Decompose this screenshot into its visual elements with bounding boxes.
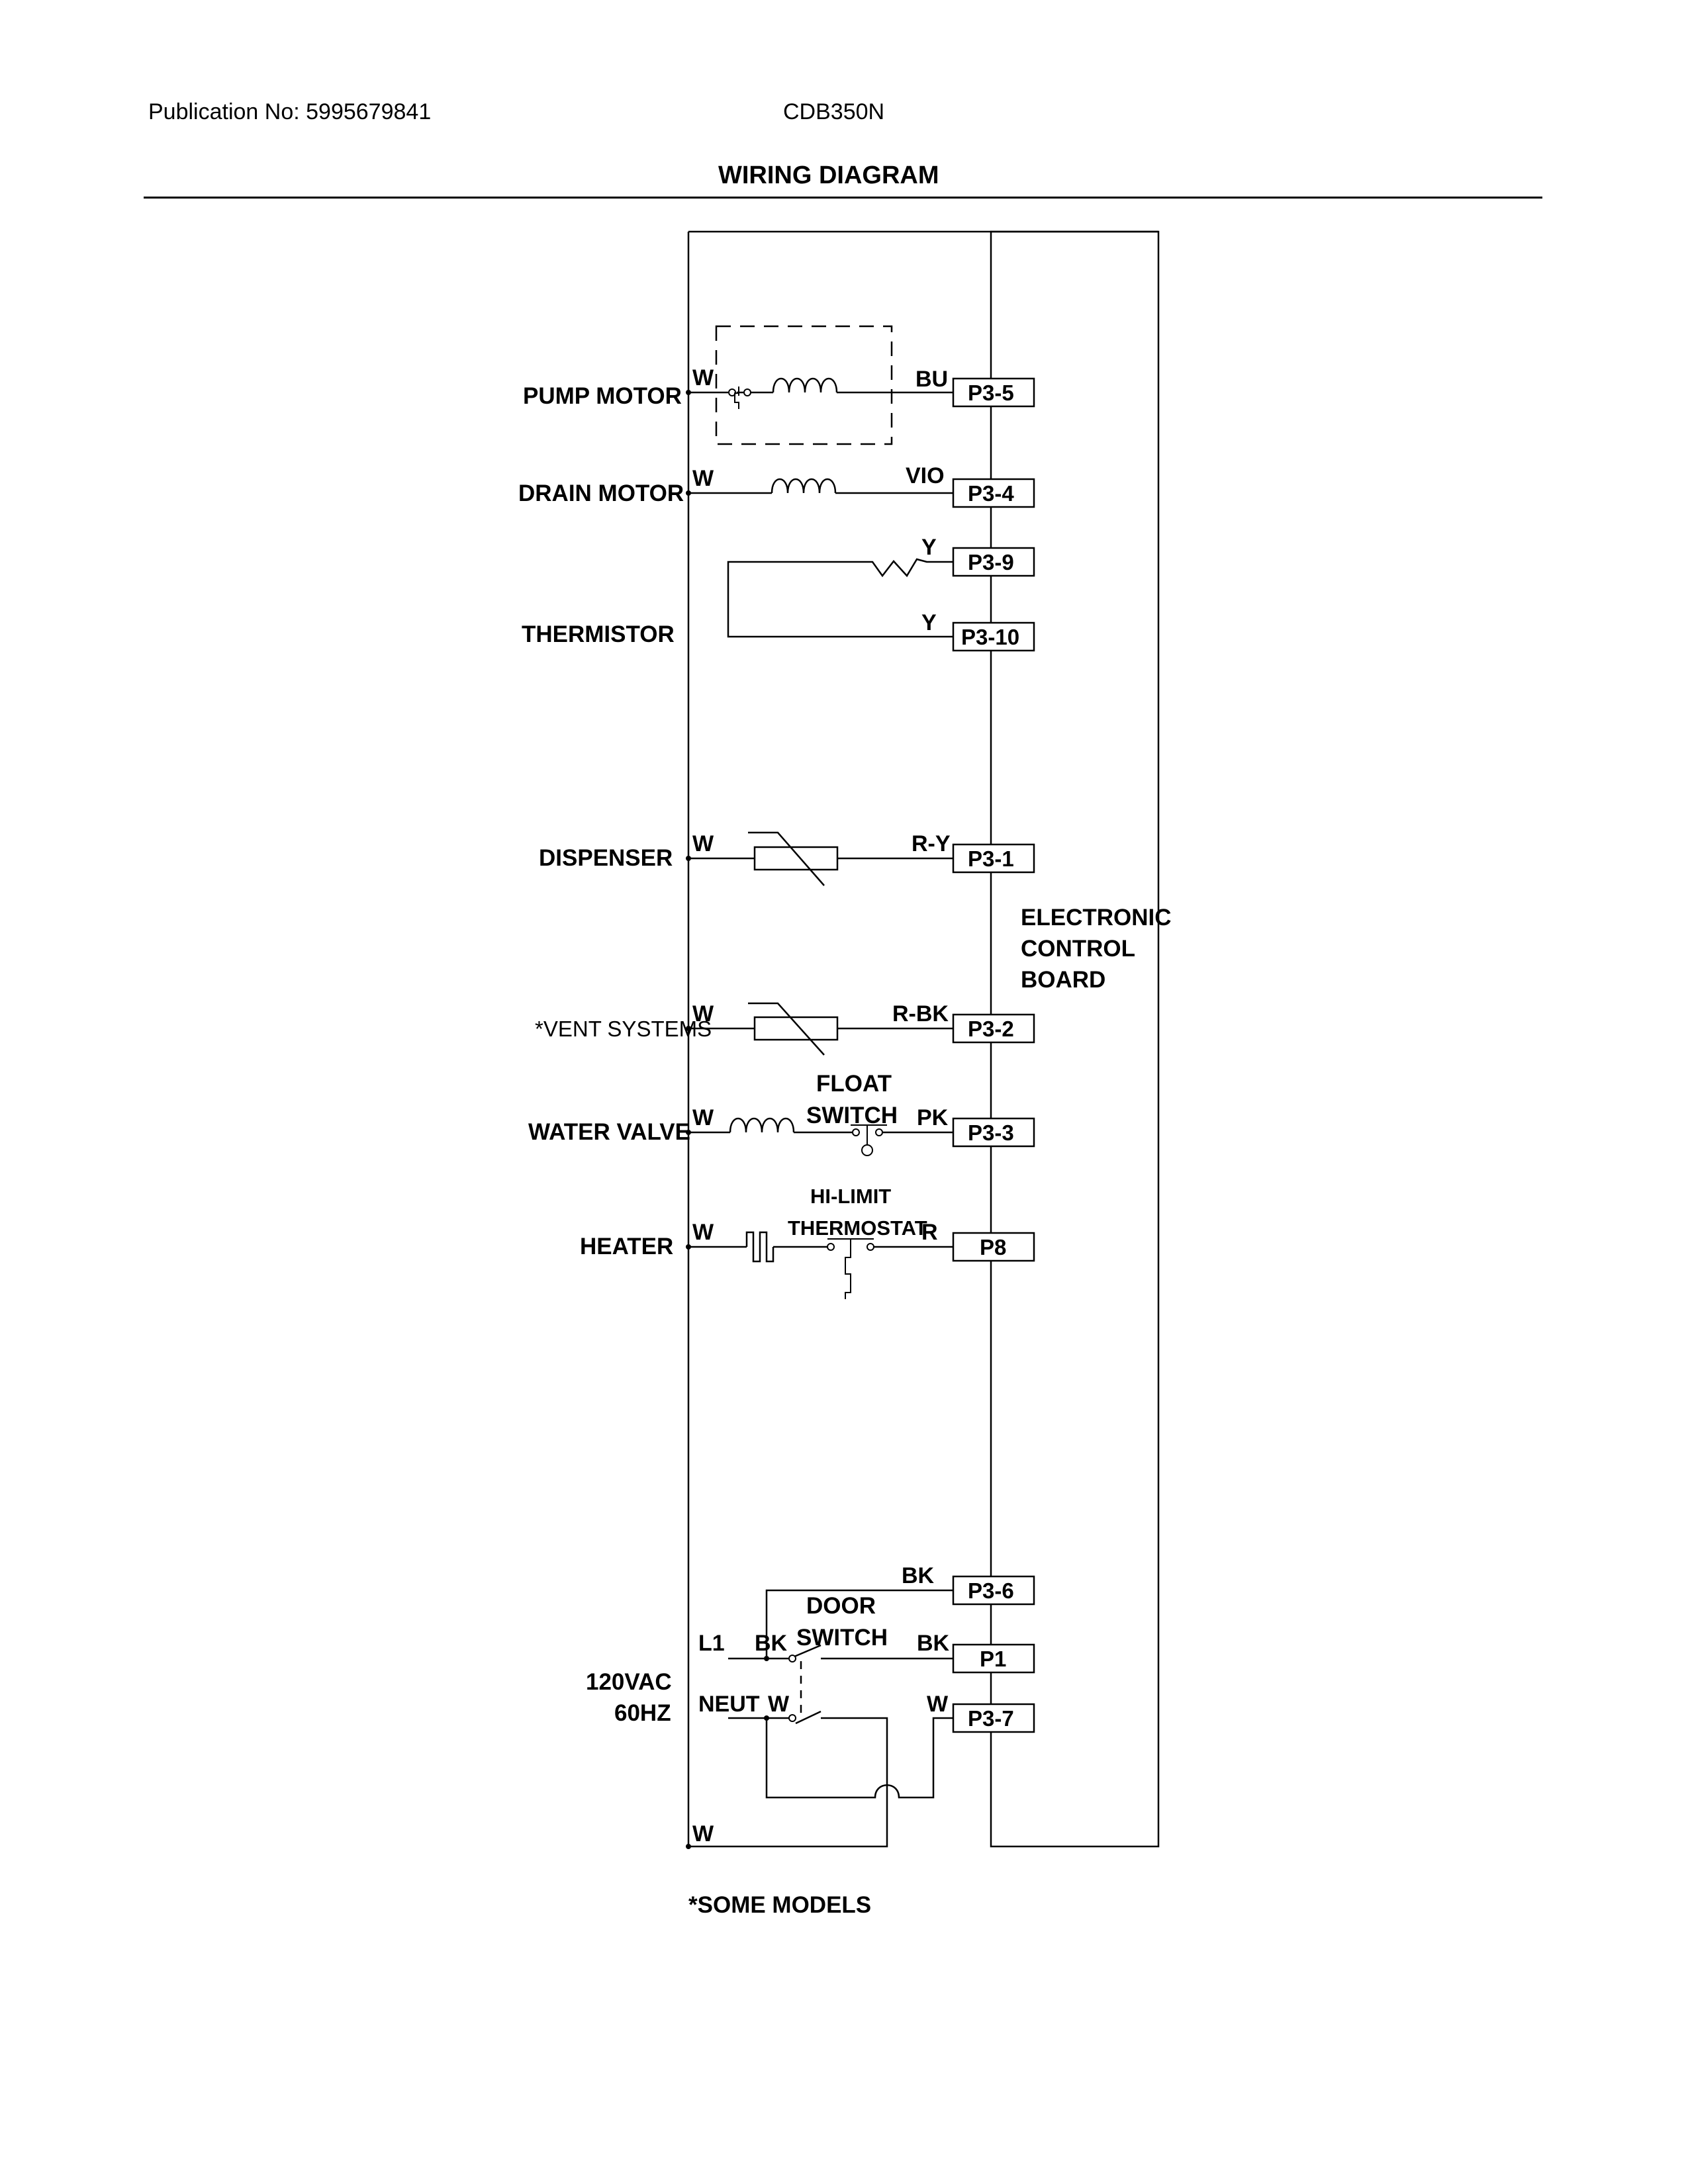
l1-label: L1 bbox=[698, 1631, 725, 1656]
drain-coil bbox=[771, 478, 837, 494]
door-contact-1 bbox=[788, 1655, 796, 1662]
pump-coil bbox=[772, 378, 838, 393]
footnote: *SOME MODELS bbox=[688, 1892, 871, 1918]
neut-return-wire bbox=[688, 1717, 888, 1848]
pin-p3-10-label: P3-10 bbox=[961, 625, 1019, 649]
pin-p3-3-label: P3-3 bbox=[968, 1120, 1014, 1145]
l1-junction bbox=[764, 1656, 769, 1661]
board-label-1: ELECTRONIC bbox=[1021, 905, 1172, 931]
thermistor-circuit bbox=[727, 558, 953, 638]
pin-p3-2-label: P3-2 bbox=[968, 1017, 1014, 1041]
pin-p3-6-label: P3-6 bbox=[968, 1578, 1014, 1603]
drain-wire-right-label: VIO bbox=[906, 463, 945, 488]
door-blade-2 bbox=[795, 1710, 821, 1725]
vent-heater bbox=[753, 1016, 839, 1041]
pump-motor-label: PUMP MOTOR bbox=[523, 383, 682, 409]
disp-wire-left: W bbox=[692, 831, 714, 856]
hilimit-contact bbox=[827, 1243, 835, 1251]
pump-wire-left: W bbox=[692, 365, 714, 390]
power-label-frequency: 60HZ bbox=[614, 1700, 671, 1726]
hilimit-label-1: HI-LIMIT bbox=[810, 1185, 891, 1208]
door-switch-label-1: DOOR bbox=[806, 1593, 876, 1619]
therm-wire-top: Y bbox=[921, 535, 937, 560]
disp-wire-right-label: R-Y bbox=[912, 831, 951, 856]
heater-wire-left: W bbox=[692, 1220, 714, 1245]
water-valve-label: WATER VALVE bbox=[528, 1119, 690, 1145]
hilimit-label-2: THERMOSTAT bbox=[788, 1216, 927, 1240]
heater-label: HEATER bbox=[580, 1234, 673, 1259]
neut-wire-label: W bbox=[768, 1692, 790, 1717]
pump-contact bbox=[743, 388, 751, 396]
pump-overload bbox=[734, 387, 739, 409]
p3-6-wire bbox=[765, 1589, 953, 1659]
pin-p3-9-label: P3-9 bbox=[968, 550, 1014, 574]
vent-variable-arrow bbox=[748, 1002, 825, 1056]
pin-p3-10 bbox=[952, 621, 1035, 652]
pin-p1 bbox=[952, 1643, 1035, 1674]
board-label-3: BOARD bbox=[1021, 967, 1105, 993]
drain-motor-label: DRAIN MOTOR bbox=[518, 480, 684, 506]
pin-p1-label: P1 bbox=[980, 1647, 1006, 1671]
therm-wire-bottom: Y bbox=[921, 610, 937, 635]
board-label-2: CONTROL bbox=[1021, 936, 1135, 962]
l1-wire-label: BK bbox=[755, 1631, 788, 1656]
power-label-voltage: 120VAC bbox=[586, 1669, 672, 1695]
thermistor-label: THERMISTOR bbox=[522, 621, 675, 647]
vent-wire-left: W bbox=[692, 1001, 714, 1026]
pump-wire-right-label: BU bbox=[915, 367, 948, 392]
pump-motor-enclosure bbox=[715, 325, 893, 445]
valve-wire-right-label: PK bbox=[917, 1105, 949, 1130]
pin-p3-3 bbox=[952, 1117, 1035, 1148]
dispenser-variable-arrow bbox=[748, 831, 825, 886]
vent-systems-label: *VENT SYSTEMS bbox=[535, 1017, 712, 1041]
pin-p8-label: P8 bbox=[980, 1235, 1006, 1259]
drain-wire-left: W bbox=[692, 466, 714, 491]
float-switch-label-1: FLOAT bbox=[816, 1071, 892, 1097]
float-actuator bbox=[851, 1124, 887, 1145]
pin-p3-6 bbox=[952, 1575, 1035, 1606]
p3-7-wire bbox=[765, 1717, 953, 1799]
bottom-junction bbox=[686, 1844, 691, 1849]
pin-p8 bbox=[952, 1232, 1035, 1262]
pin-p3-5 bbox=[952, 377, 1035, 408]
title-rule bbox=[144, 197, 1542, 199]
heater-wire-right-label: R bbox=[921, 1220, 938, 1245]
dispenser-label: DISPENSER bbox=[539, 845, 673, 871]
pin-p3-7 bbox=[952, 1703, 1035, 1733]
door-contact-2 bbox=[788, 1714, 796, 1722]
heater-element bbox=[745, 1231, 774, 1263]
page-title: WIRING DIAGRAM bbox=[718, 161, 939, 189]
pin-p3-2 bbox=[952, 1013, 1035, 1044]
pin-p3-7-label: P3-7 bbox=[968, 1706, 1014, 1731]
float-contact bbox=[875, 1128, 883, 1136]
dispenser-heater bbox=[753, 846, 839, 871]
p3-7-wire-label: W bbox=[927, 1692, 949, 1717]
hilimit-actuator bbox=[827, 1238, 874, 1299]
pin-p3-1 bbox=[952, 843, 1035, 874]
model-number: CDB350N bbox=[783, 99, 885, 124]
door-blade-1 bbox=[794, 1644, 821, 1658]
valve-wire-left: W bbox=[692, 1105, 714, 1130]
float-switch-label-2: SWITCH bbox=[806, 1103, 898, 1128]
pin-p3-1-label: P3-1 bbox=[968, 846, 1014, 871]
p3-6-wire-label: BK bbox=[902, 1563, 935, 1588]
neut-label: NEUT bbox=[698, 1692, 760, 1717]
publication-number: Publication No: 5995679841 bbox=[148, 99, 432, 124]
door-switch-label-2: SWITCH bbox=[796, 1625, 888, 1651]
float-ball bbox=[861, 1144, 873, 1156]
p1-wire-label: BK bbox=[917, 1631, 950, 1656]
water-valve-coil bbox=[729, 1118, 795, 1133]
pin-p3-4-label: P3-4 bbox=[968, 481, 1014, 506]
pin-p3-4 bbox=[952, 478, 1035, 508]
pin-p3-9 bbox=[952, 547, 1035, 577]
hilimit-contact bbox=[867, 1243, 874, 1251]
float-contact bbox=[852, 1128, 860, 1136]
bottom-wire-label: W bbox=[692, 1821, 714, 1846]
vent-wire-right-label: R-BK bbox=[892, 1001, 949, 1026]
pin-p3-5-label: P3-5 bbox=[968, 381, 1014, 405]
